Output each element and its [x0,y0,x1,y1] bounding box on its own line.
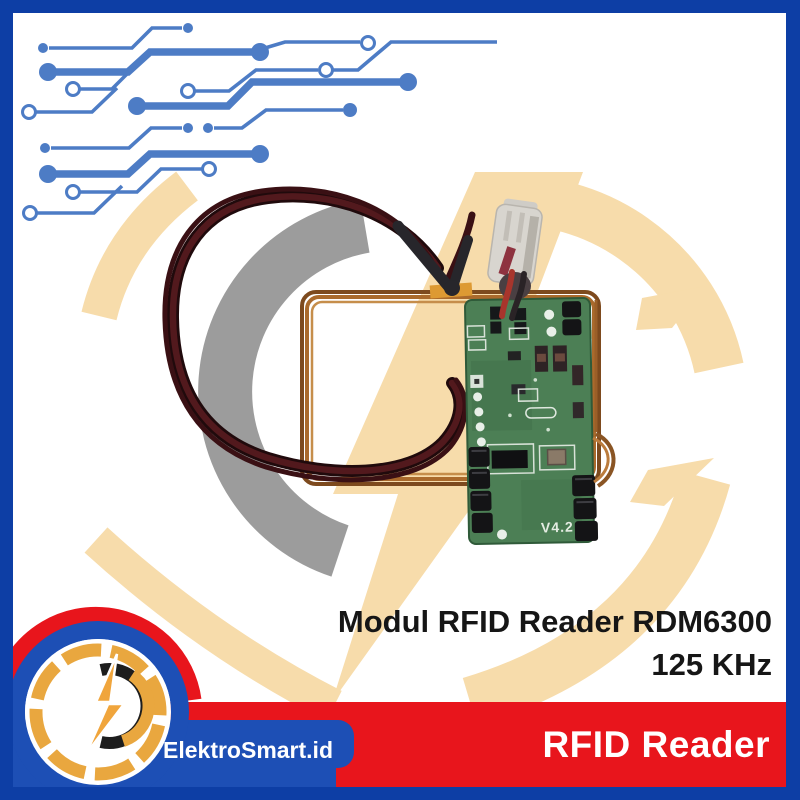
wire-loop [162,186,476,483]
connector-wires [499,269,531,321]
category-banner: RFID Reader [336,702,786,788]
product-title: Modul RFID Reader RDM6300 125 KHz [300,606,772,680]
pcb-version-silkscreen: V4.2 [540,518,575,536]
tape-junction [392,220,473,296]
category-banner-label: RFID Reader [542,724,770,765]
footer-blue-panel-corner [328,720,354,768]
circuit-traces-decoration [21,23,497,221]
logo-red-ring [0,606,202,702]
gray-crescent-watermark [198,199,370,577]
frame-border-right [786,0,800,800]
frame-border-bottom [0,787,800,800]
logo-d-arc [120,670,155,747]
brand-name: ElektroSmart.id [163,737,333,763]
frame-border-top [0,0,800,13]
lightning-bolt-icon [84,653,127,755]
product-title-line1: Modul RFID Reader RDM6300 [337,604,772,639]
connector-plug [487,198,543,287]
coil-right-strand [592,300,616,488]
frame-border-left [0,0,13,800]
header-pins [468,301,599,542]
product-title-line2: 125 KHz [651,647,772,682]
rfid-module-pcb [464,297,599,545]
brand-logo [0,606,202,800]
logo-notched-ring [29,643,167,781]
